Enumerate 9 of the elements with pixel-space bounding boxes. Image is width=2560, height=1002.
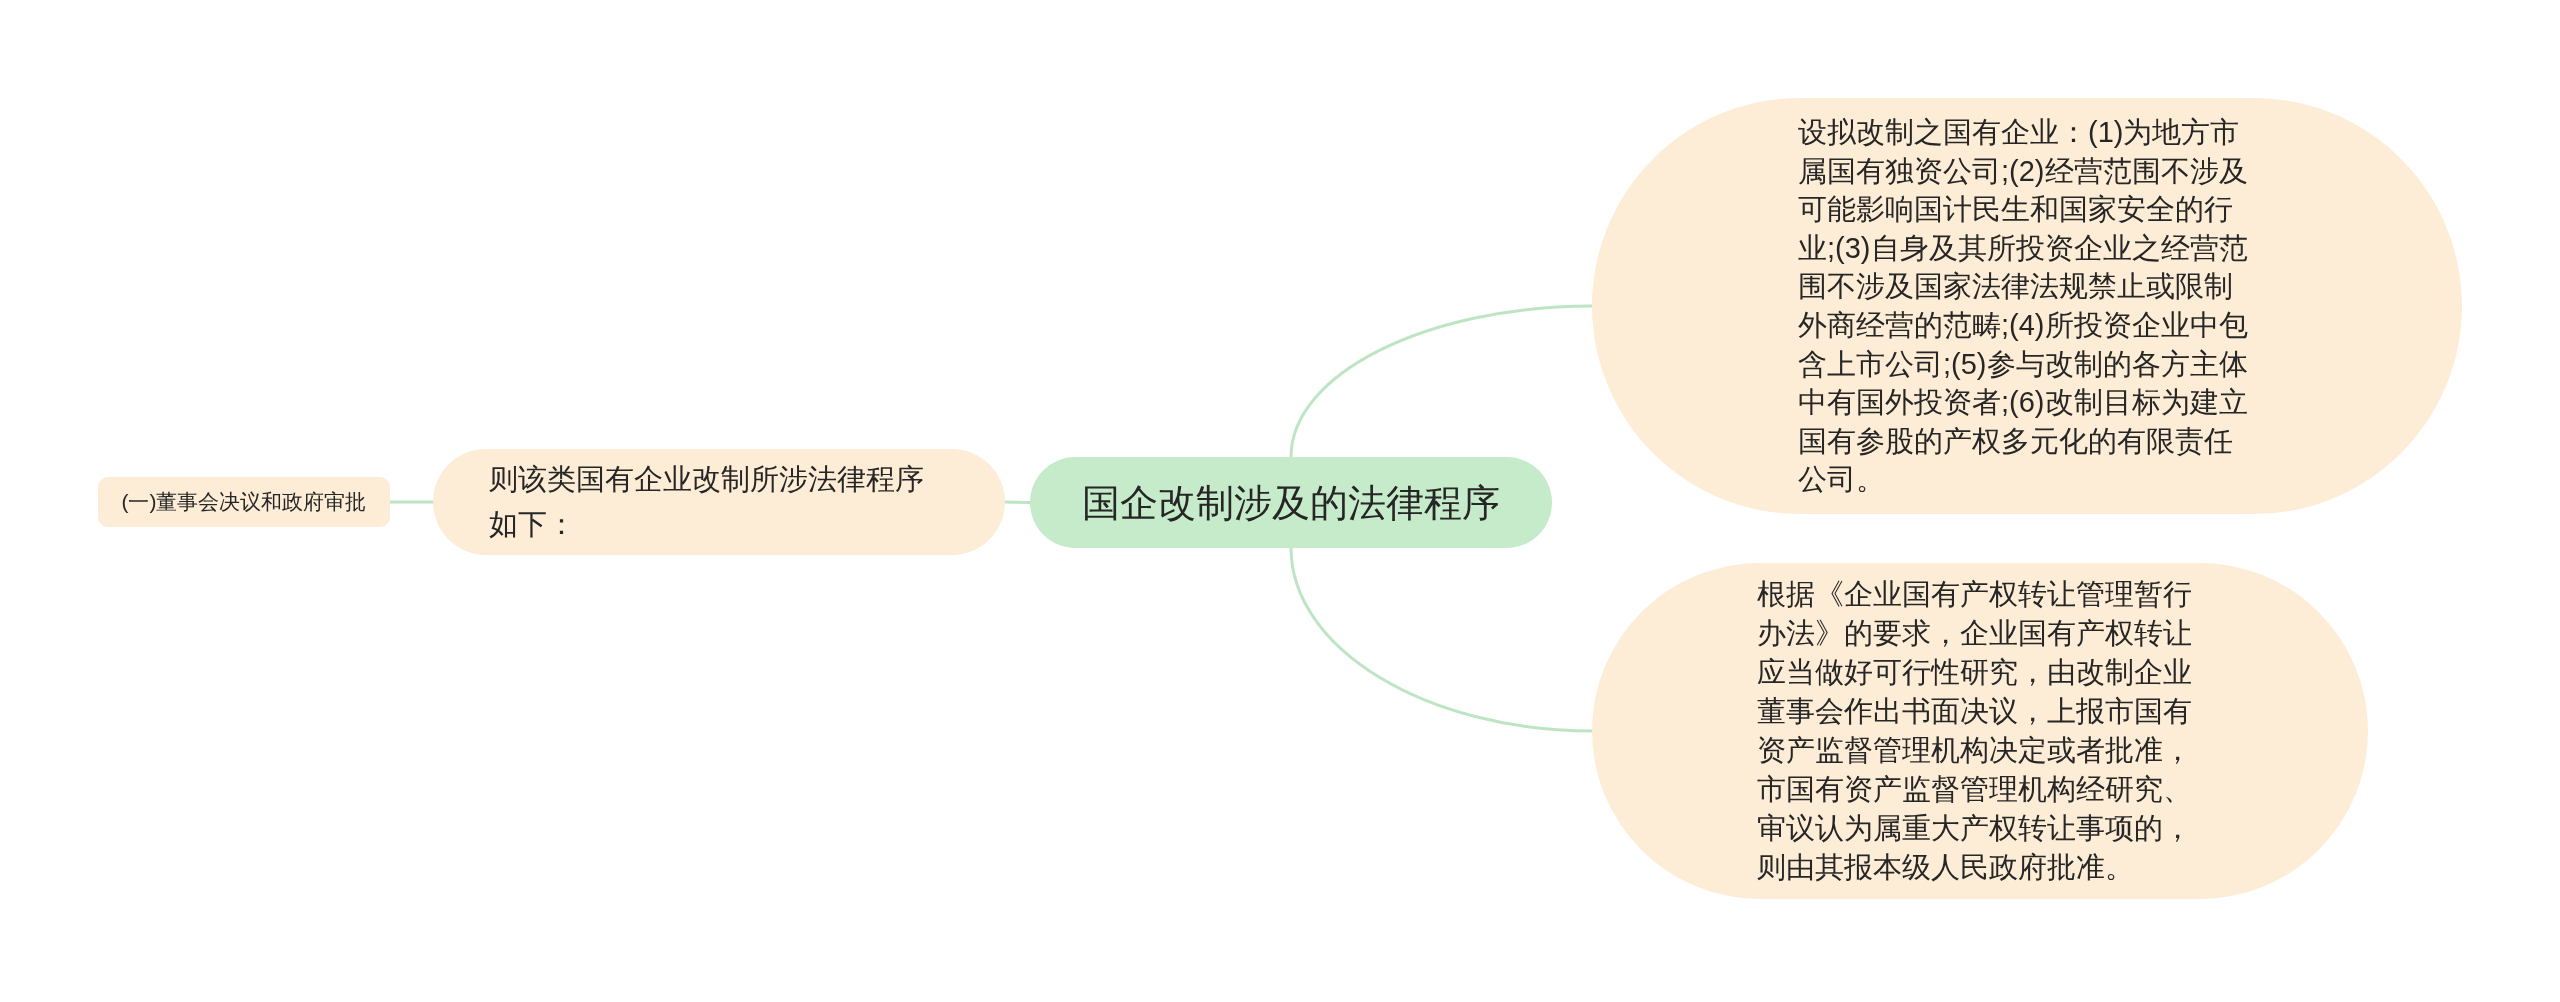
branch-topic: 则该类国有企业改制所涉法律程序如下： (433, 449, 1005, 555)
connector-line (1289, 547, 1593, 733)
connector-line (390, 500, 433, 504)
leaf-topic: (一)董事会决议和政府审批 (98, 477, 390, 527)
detail-bubble: 根据《企业国有产权转让管理暂行办法》的要求，企业国有产权转让应当做好可行性研究，由改制企业董事会作出书面决议，上报市国有资产监督管理机构决定或者批准，市国有资产监督管理机构经研究、审议认为属重大产权转让事项的，则由其报本级人民政府批准。 (1592, 563, 2368, 899)
central-topic: 国企改制涉及的法律程序 (1030, 457, 1552, 548)
connector-line (1004, 500, 1031, 504)
detail-bubble: 设拟改制之国有企业：(1)为地方市属国有独资公司;(2)经营范围不涉及可能影响国计民生和国家安全的行业;(3)自身及其所投资企业之经营范围不涉及国家法律法规禁止或限制外商经营的范畴;(4)所投资企业中包含上市公司;(5)参与改制的各方主体中有国外投资者;(6)改制目标为建立国有参股的产权多元化的有限责任公司。 (1592, 98, 2462, 514)
connector-line (1289, 304, 1593, 458)
